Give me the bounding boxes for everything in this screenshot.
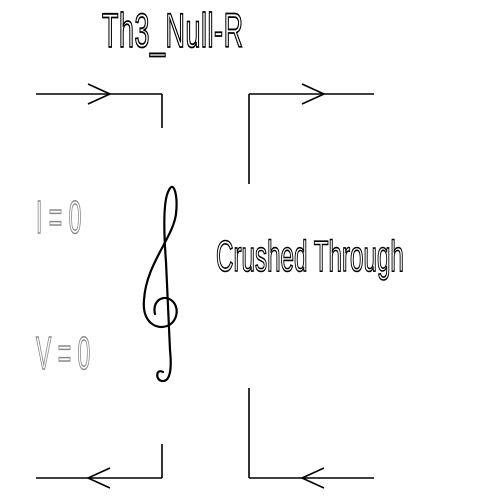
page-title: Th3_Null-R	[101, 4, 244, 59]
subtitle: Crushed Through	[216, 231, 405, 282]
top-right-bracket	[248, 93, 374, 184]
bottom-right-bracket	[248, 388, 374, 479]
arrow-icon	[86, 467, 111, 489]
voltage-equation: V = 0	[36, 326, 91, 380]
arrow-icon	[301, 83, 326, 105]
bottom-left-bracket	[36, 444, 163, 479]
arrow-icon	[300, 467, 325, 489]
top-left-bracket	[36, 93, 163, 128]
treble-clef-icon	[142, 185, 178, 383]
arrow-icon	[87, 83, 112, 105]
current-equation: I = 0	[36, 190, 82, 244]
